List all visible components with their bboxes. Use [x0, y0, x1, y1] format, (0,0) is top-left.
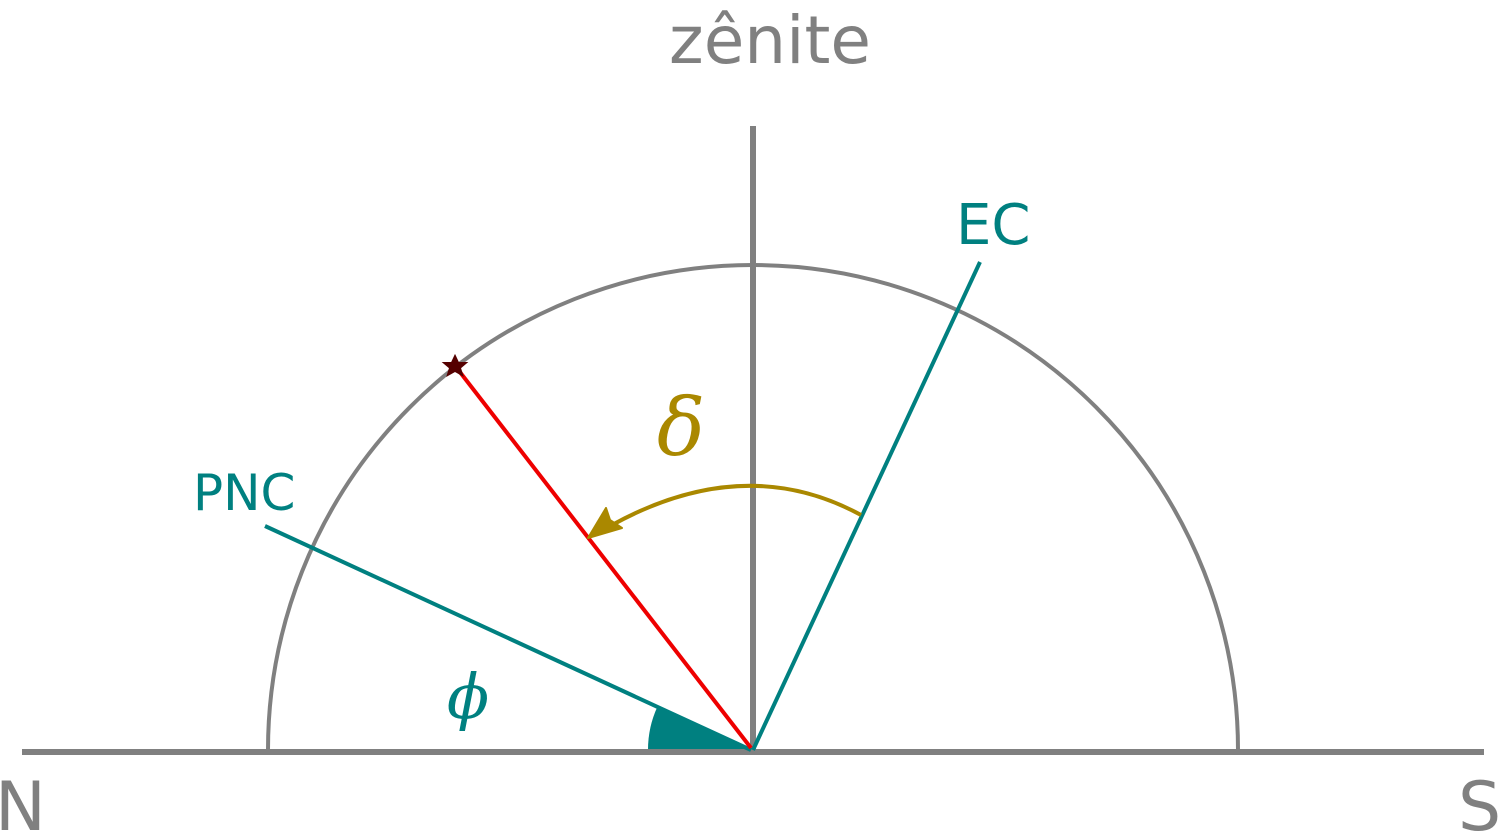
north-label: N [0, 768, 46, 834]
arrowhead-icon [587, 507, 623, 539]
star-icon [441, 353, 469, 378]
pnc-axis-line [264, 524, 752, 752]
declination-arc [611, 483, 862, 527]
star-ray-line [454, 365, 753, 750]
zenith-label: zênite [669, 2, 871, 79]
latitude-symbol: ϕ [447, 660, 489, 733]
declination-symbol: δ [657, 381, 705, 474]
pnc-label: PNC [193, 464, 295, 522]
ec-line [751, 261, 982, 751]
south-label: S [1458, 768, 1501, 834]
ec-label: EC [956, 193, 1030, 258]
